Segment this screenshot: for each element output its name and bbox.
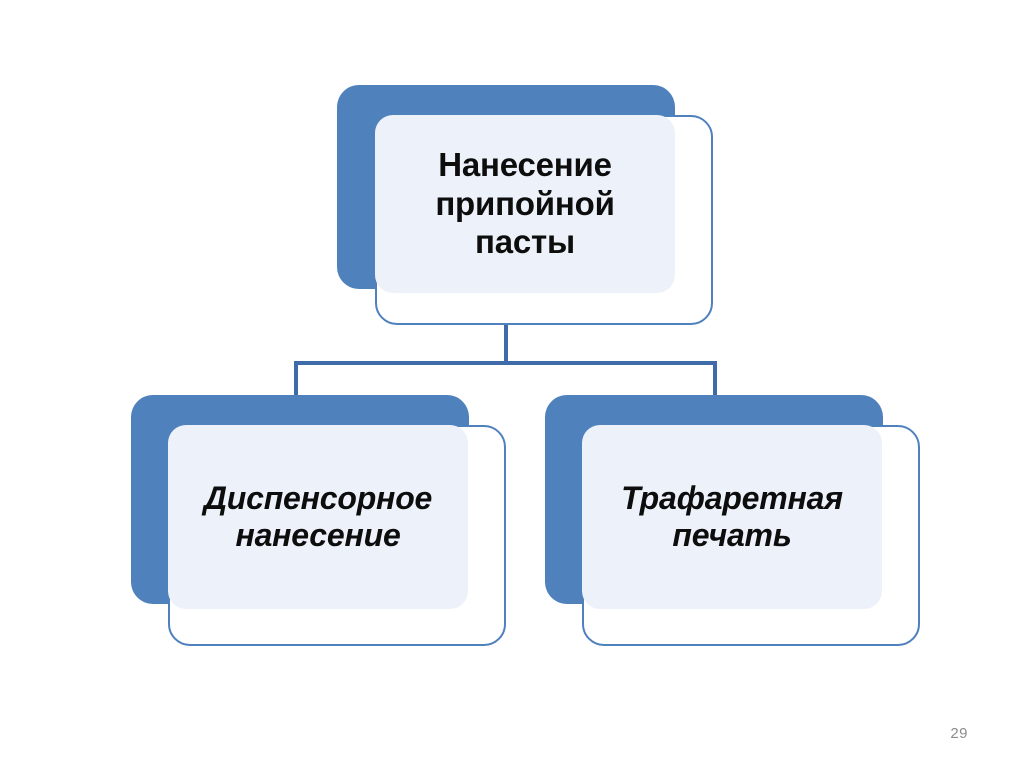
connector-drop-right	[713, 361, 717, 399]
node-fill-card: Диспенсорное нанесение	[168, 425, 468, 609]
connector-root-stem	[504, 292, 508, 365]
connector-horizontal-bar	[294, 361, 717, 365]
node-label-stencil-printing: Трафаретная печать	[621, 479, 843, 553]
node-label-dispensing: Диспенсорное нанесение	[203, 479, 433, 553]
diagram-node-root[interactable]: Нанесение припойной пасты	[337, 85, 717, 329]
node-fill-card: Нанесение припойной пасты	[375, 115, 675, 293]
node-label-root: Нанесение припойной пасты	[435, 146, 615, 261]
diagram-node-stencil-printing[interactable]: Трафаретная печать	[545, 395, 923, 649]
node-fill-card: Трафаретная печать	[582, 425, 882, 609]
page-number: 29	[950, 725, 968, 742]
diagram-node-dispensing[interactable]: Диспенсорное нанесение	[131, 395, 509, 649]
connector-drop-left	[294, 361, 298, 399]
